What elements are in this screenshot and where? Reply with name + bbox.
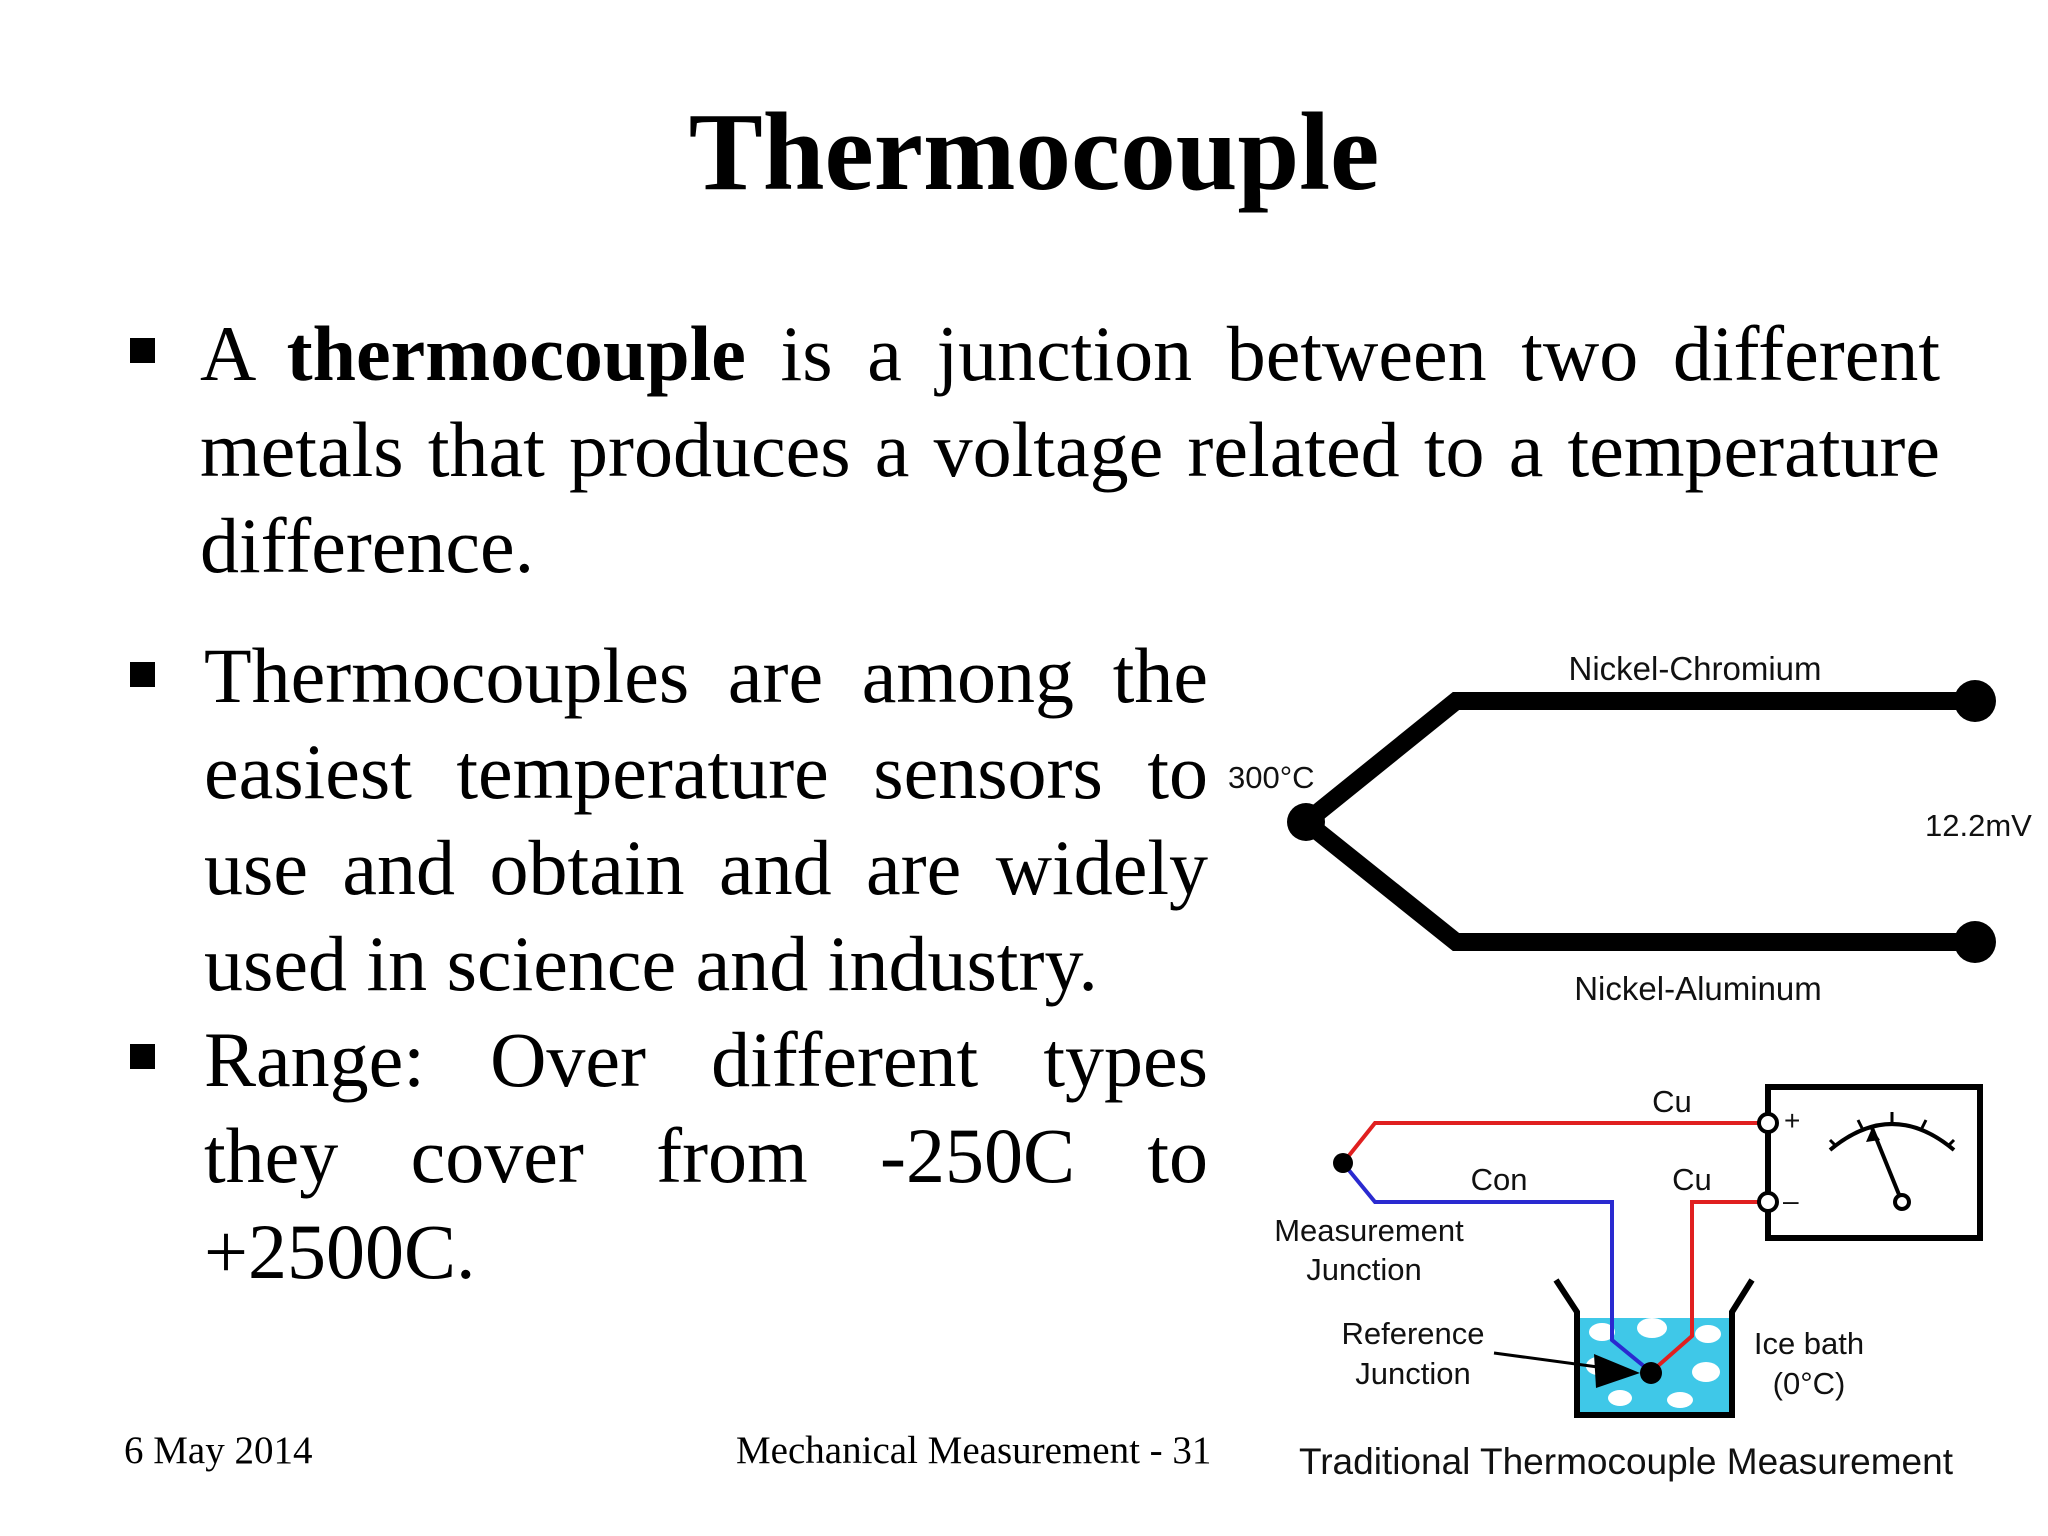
ice-cube [1608, 1390, 1632, 1406]
bullet-1-prefix: A [200, 310, 287, 397]
label-plus: + [1784, 1105, 1800, 1136]
slide-title: Thermocouple [688, 91, 1380, 214]
terminal-plus [1757, 1112, 1779, 1134]
label-measurement-junction-line1: Measurement [1274, 1213, 1464, 1248]
voltmeter-scale-arc [1828, 1122, 1956, 1152]
bullet-1-suffix: is a junction between two different meta… [200, 310, 1940, 589]
label-junction-temperature: 300°C [1228, 760, 1315, 795]
voltmeter-tick [1856, 1119, 1864, 1129]
label-con: Con [1471, 1162, 1528, 1197]
bullet-2-text: Thermocouples are among the easiest temp… [204, 632, 1208, 1007]
label-nickel-aluminum: Nickel-Aluminum [1574, 970, 1822, 1007]
bullet-marker-1 [130, 338, 155, 363]
terminal-top-dot [1954, 680, 1996, 722]
wire-paths [1287, 680, 1996, 963]
reference-junction-dot [1640, 1362, 1662, 1384]
bullet-1-text: A thermocouple is a junction between two… [200, 306, 1940, 594]
measurement-junction-dot [1333, 1153, 1353, 1173]
ice-cube [1692, 1362, 1720, 1382]
bullet-1-bold-term: thermocouple [286, 310, 746, 397]
label-voltage: 12.2mV [1925, 808, 2032, 843]
voltmeter-needle-tip [1866, 1128, 1880, 1142]
label-cu-mid: Cu [1672, 1162, 1712, 1197]
copper-wire-bottom [1649, 1200, 1765, 1374]
nickel-aluminum-wire [1300, 814, 1975, 951]
label-measurement-junction-line2: Junction [1306, 1252, 1421, 1287]
reference-junction-arrowhead [1594, 1354, 1640, 1388]
circuit-wires [1333, 1112, 1779, 1388]
ice-cube [1589, 1323, 1615, 1341]
terminal-minus [1757, 1191, 1779, 1213]
footer-center-text: Mechanical Measurement - 31 [736, 1429, 1212, 1472]
label-ice-bath-line2: (0°C) [1773, 1366, 1846, 1401]
ice-bath-container [1553, 1278, 1755, 1418]
bullet-3-text: Range: Over different types they cover f… [204, 1016, 1208, 1295]
voltmeter-tick [1946, 1138, 1956, 1148]
ice-cube [1637, 1318, 1667, 1338]
voltmeter-box [1765, 1084, 1983, 1241]
constantan-wire [1341, 1161, 1653, 1374]
bullet-marker-3 [130, 1044, 155, 1069]
voltmeter-tick [1828, 1138, 1838, 1148]
ice-bath [1553, 1278, 1755, 1418]
ice-cube [1695, 1325, 1721, 1343]
diagram-caption: Traditional Thermocouple Measurement [1299, 1441, 1954, 1482]
label-cu-top: Cu [1652, 1084, 1692, 1119]
voltmeter-tick [1920, 1119, 1928, 1129]
label-nickel-chromium: Nickel-Chromium [1568, 650, 1821, 687]
label-reference-junction-line1: Reference [1341, 1316, 1484, 1351]
voltmeter-pivot [1893, 1193, 1911, 1211]
hot-junction-dot [1287, 803, 1325, 841]
label-minus: – [1783, 1185, 1799, 1216]
label-reference-junction-line2: Junction [1355, 1356, 1470, 1391]
bullet-marker-2 [130, 662, 155, 687]
ice-cube [1667, 1392, 1693, 1408]
copper-wire-top [1341, 1121, 1765, 1165]
nickel-chromium-wire [1300, 692, 1975, 830]
footer-date: 6 May 2014 [124, 1429, 313, 1472]
terminal-bottom-dot [1954, 921, 1996, 963]
label-ice-bath-line1: Ice bath [1754, 1326, 1864, 1361]
voltmeter [1765, 1084, 1983, 1241]
